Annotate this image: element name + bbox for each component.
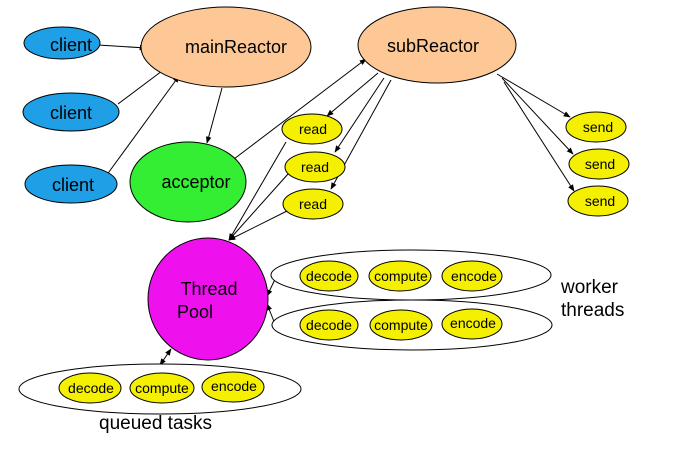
read-node: read (281, 113, 343, 145)
compute-task: compute (129, 372, 195, 404)
worker-thread-row: decode compute encode (270, 249, 552, 301)
send-node: send (565, 111, 627, 143)
edge-client3-mainreactor (105, 75, 180, 177)
worker-caption-line2: threads (561, 300, 625, 321)
send-node: send (568, 148, 630, 180)
client-node: client (22, 92, 120, 132)
acceptor-node: acceptor (129, 141, 247, 223)
edge-threadpool-queue (159, 348, 172, 366)
decode-label: decode (68, 380, 114, 396)
edge-subreactor-send3 (503, 81, 575, 192)
send-label: send (585, 193, 615, 209)
decode-label: decode (306, 268, 352, 284)
decode-task: decode (299, 260, 359, 292)
encode-label: encode (451, 268, 497, 284)
main-reactor-node: mainReactor (140, 6, 312, 88)
client-label: client (50, 35, 92, 55)
compute-label: compute (374, 268, 428, 284)
thread-pool-node: Thread Pool (147, 237, 269, 361)
edge-subreactor-read1 (326, 72, 379, 117)
edge-acceptor-subreactor (229, 58, 367, 163)
client-label: client (52, 175, 94, 195)
encode-task: encode (201, 371, 265, 403)
edge-subreactor-read2 (334, 77, 385, 153)
worker-caption-line1: worker (561, 277, 619, 298)
queued-tasks-caption: queued tasks (99, 413, 213, 434)
sub-reactor-label: subReactor (387, 36, 479, 56)
acceptor-label: acceptor (161, 172, 230, 192)
compute-label: compute (374, 317, 428, 333)
edge-client2-mainreactor (117, 67, 167, 105)
edge-client1-mainreactor (97, 44, 147, 51)
edge-read1-threadpool (228, 141, 287, 241)
compute-label: compute (135, 380, 189, 396)
worker-threads-caption: worker threads (561, 276, 624, 322)
encode-label: encode (450, 315, 496, 331)
edge-mainreactor-acceptor (205, 87, 223, 144)
compute-task: compute (368, 260, 432, 292)
read-node: read (284, 151, 346, 183)
decode-label: decode (306, 317, 352, 333)
client-label: client (50, 103, 92, 123)
read-label: read (299, 196, 327, 212)
read-label: read (301, 159, 329, 175)
worker-thread-row: decode compute encode (271, 299, 553, 351)
encode-task: encode (441, 260, 503, 292)
sub-reactor-node: subReactor (357, 6, 517, 84)
send-label: send (585, 156, 615, 172)
edge-subreactor-send1 (496, 73, 571, 118)
edge-subreactor-send2 (501, 77, 574, 155)
main-reactor-label: mainReactor (185, 37, 287, 57)
encode-label: encode (211, 378, 257, 394)
client-node: client (23, 26, 101, 60)
read-node: read (282, 188, 344, 220)
encode-task: encode (441, 308, 503, 340)
compute-task: compute (369, 309, 433, 341)
decode-task: decode (299, 309, 359, 341)
edge-read2-threadpool (228, 173, 289, 241)
send-node: send (567, 185, 629, 217)
read-label: read (299, 121, 327, 137)
edge-read3-threadpool (228, 209, 290, 241)
client-node: client (24, 164, 118, 204)
thread-pool-label-line1: Thread (180, 279, 237, 299)
queued-task-row: decode compute encode (18, 363, 302, 415)
decode-task: decode (58, 372, 122, 404)
send-label: send (583, 119, 613, 135)
thread-pool-label-line2: Pool (177, 302, 213, 322)
